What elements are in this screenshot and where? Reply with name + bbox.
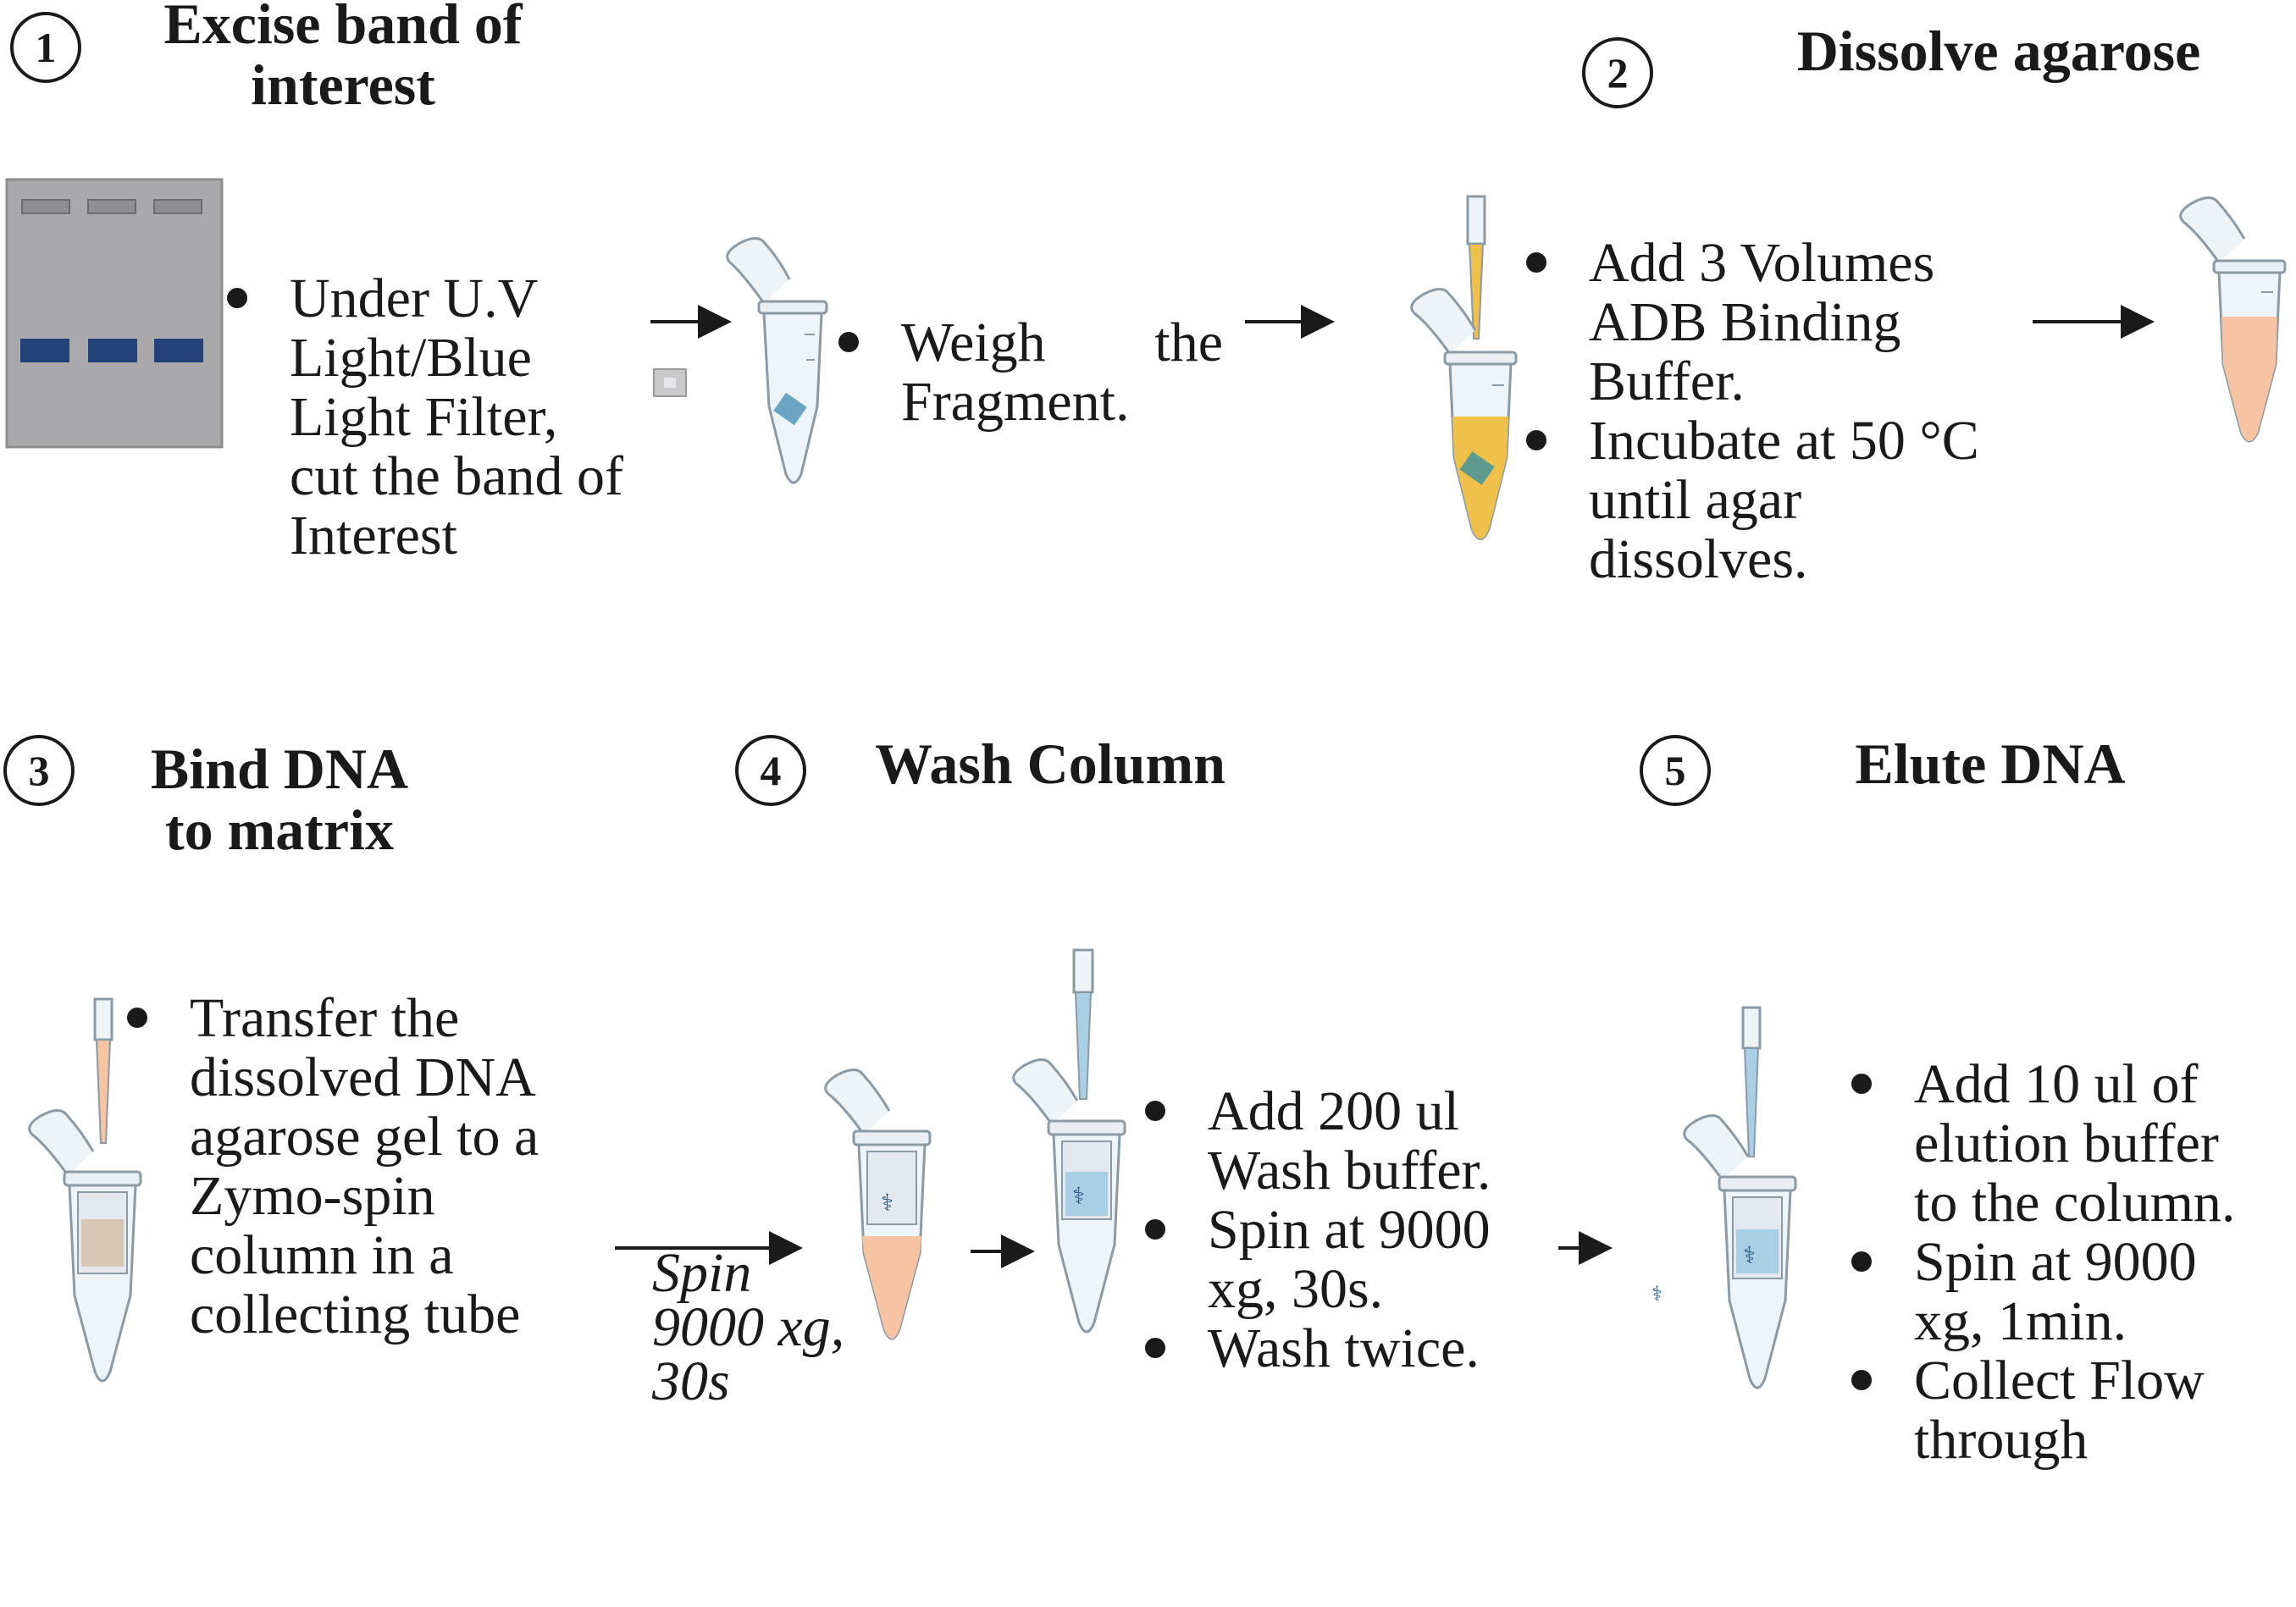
step-number: 4 <box>735 735 806 806</box>
pipette-wash-buffer <box>1072 948 1094 1100</box>
step3-bullets: Transfer the dissolved DNA agarose gel t… <box>122 989 613 1345</box>
bullet-item: Transfer the dissolved DNA agarose gel t… <box>122 989 613 1345</box>
bullet-item: Add 3 Volumes ADB Binding Buffer. <box>1521 234 1995 411</box>
bullet-item: Spin at 9000 xg, 1min. <box>1846 1233 2270 1351</box>
dna-icon: ⚕ <box>1651 1282 1663 1306</box>
step-number: 2 <box>1582 37 1653 108</box>
bullet-item: Spin at 9000 xg, 30s. <box>1140 1201 1546 1319</box>
step-title-line: Elute DNA <box>1855 732 2126 796</box>
step-title-line: Excise band of <box>163 0 523 56</box>
bullet-item: Incubate at 50 °C until agar dissolves. <box>1521 411 1995 589</box>
bullet-item: Add 200 ul Wash buffer. <box>1140 1082 1546 1201</box>
spin-condition: Spin 9000 xg, 30s <box>652 1242 845 1412</box>
svg-text:⚕: ⚕ <box>1072 1182 1085 1210</box>
spin-column-elution: ⚕ <box>1683 1114 1797 1389</box>
step-title: Elute DNA <box>1829 733 2151 794</box>
step-title: Wash Column <box>855 733 1245 794</box>
excised-gel-slice <box>653 368 687 397</box>
spin-line: Spin <box>652 1242 752 1304</box>
step4-bullets: Add 200 ul Wash buffer. Spin at 9000 xg,… <box>1140 1082 1546 1378</box>
weigh-bullets: Weigh the Fragment. <box>833 313 1223 432</box>
step-title: Bind DNA to matrix <box>127 738 432 860</box>
pipette-dissolved-sample <box>93 997 113 1144</box>
bullet-item: Weigh the Fragment. <box>833 313 1223 432</box>
spin-column-wash: ⚕ <box>1012 1058 1126 1334</box>
svg-text:⚕: ⚕ <box>1743 1241 1756 1269</box>
bullet-item: Collect Flow through <box>1846 1351 2270 1470</box>
step-number: 5 <box>1640 735 1711 806</box>
step-title-line: Wash Column <box>875 732 1225 796</box>
step-title-line: Dissolve agarose <box>1796 19 2201 83</box>
step-number: 1 <box>10 12 81 83</box>
dna-band <box>20 339 69 362</box>
spin-line: 9000 xg, <box>652 1296 845 1358</box>
agarose-gel <box>5 178 224 449</box>
dna-band <box>88 339 137 362</box>
svg-text:⚕: ⚕ <box>881 1189 894 1217</box>
step2-bullets: Add 3 Volumes ADB Binding Buffer. Incuba… <box>1521 234 1995 589</box>
step1-bullets: Under U.V Light/Blue Light Filter, cut t… <box>222 269 628 566</box>
spin-column-flow-through: ⚕ <box>824 1069 932 1340</box>
spin-line: 30s <box>652 1350 730 1412</box>
dna-band <box>154 339 203 362</box>
step-title-line: interest <box>251 52 435 117</box>
microtube-dissolved-sample <box>2179 196 2287 443</box>
step-title: Excise band of interest <box>136 0 550 115</box>
microtube-binding-buffer <box>1410 288 1518 540</box>
step-title-line: Bind DNA <box>150 737 409 801</box>
microtube-gel-fragment <box>726 237 828 484</box>
step-title: Dissolve agarose <box>1762 20 2236 81</box>
bullet-item: Under U.V Light/Blue Light Filter, cut t… <box>222 269 628 566</box>
step-number: 3 <box>3 735 75 806</box>
step5-bullets: Add 10 ul of elution buffer to the colum… <box>1846 1055 2270 1470</box>
bullet-item: Wash twice. <box>1140 1319 1546 1378</box>
spin-column-loaded <box>28 1109 142 1383</box>
pipette-binding-buffer <box>1466 195 1486 340</box>
bullet-item: Add 10 ul of elution buffer to the colum… <box>1846 1055 2270 1233</box>
step-title-line: to matrix <box>164 798 394 862</box>
pipette-elution-buffer <box>1741 1006 1762 1157</box>
